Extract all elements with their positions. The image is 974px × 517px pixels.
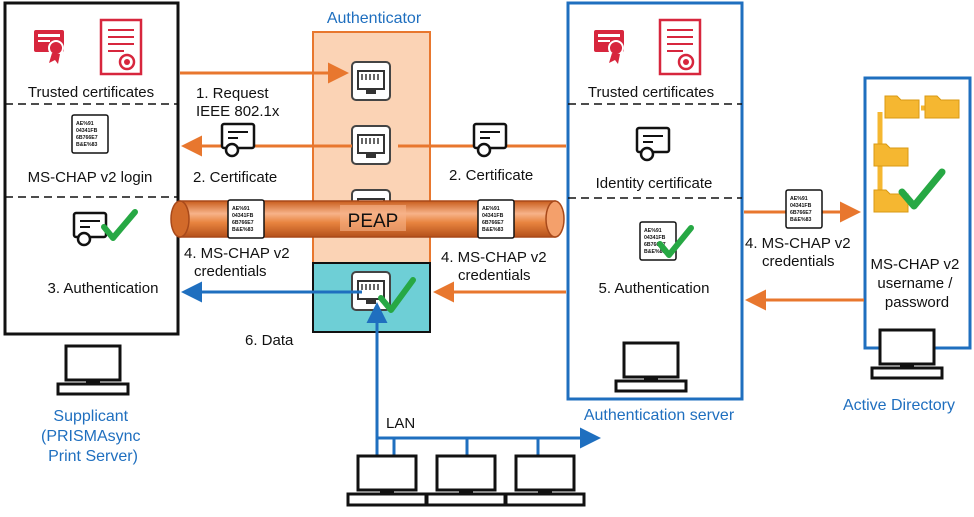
auth-server-title: Authentication server	[584, 407, 735, 424]
ethernet-port-icon	[351, 125, 391, 165]
hash-line: AE%91	[644, 228, 662, 234]
computer-icon	[425, 454, 507, 507]
hash-document-icon: AE%91 04341FB 6B766E7 B&E%83	[477, 199, 515, 239]
peap-tube-end	[170, 200, 190, 238]
document-certificate-icon	[99, 18, 143, 76]
authentication-server: Trusted certificates Identity certificat…	[566, 1, 744, 401]
data-step-label: 6. Data	[245, 332, 294, 349]
certificate-step-label-right: 2. Certificate	[449, 167, 533, 184]
active-directory: MS-CHAP v2 username / password	[863, 76, 972, 350]
hash-line: B&E%83	[644, 249, 665, 255]
hash-line: B&E%83	[76, 142, 97, 148]
credentials-step-label-ad: 4. MS-CHAP v2 credentials	[745, 235, 855, 270]
peap-label: PEAP	[348, 211, 399, 232]
credentials-line: credentials	[458, 267, 531, 284]
hash-line: AE%91	[482, 206, 500, 212]
ad-credentials-line: username /	[877, 275, 953, 292]
hash-line: AE%91	[76, 121, 94, 127]
trusted-certificates-label: Trusted certificates	[588, 84, 714, 101]
hash-line: B&E%83	[232, 227, 253, 233]
request-step-label: 1. Request IEEE 802.1x	[196, 85, 280, 120]
peap-tunnel: PEAP AE%91 04341FB 6B766E7 B&E%83 AE%91 …	[170, 199, 565, 239]
checkmark-icon	[101, 209, 138, 241]
credentials-line: 4. MS-CHAP v2	[441, 249, 547, 266]
certificate-icon	[220, 122, 256, 158]
supplicant-box	[3, 1, 180, 336]
ethernet-port-icon	[351, 61, 391, 101]
hash-line: 6B766E7	[482, 220, 504, 226]
request-line: IEEE 802.1x	[196, 103, 280, 120]
checkmark-icon	[657, 225, 694, 258]
credentials-line: 4. MS-CHAP v2	[745, 235, 851, 252]
computer-icon	[56, 344, 130, 396]
credentials-line: 4. MS-CHAP v2	[184, 245, 290, 262]
hash-line: 04341FB	[790, 203, 812, 209]
folder-icon	[924, 95, 960, 119]
document-certificate-icon	[658, 18, 702, 76]
certificate-icon	[635, 126, 671, 162]
supplicant-title-line: Print Server)	[48, 448, 138, 465]
request-line: 1. Request	[196, 85, 269, 102]
hash-line: AE%91	[790, 196, 808, 202]
supplicant-title-line: (PRISMAsync	[41, 428, 141, 445]
authenticator: Authenticator	[312, 10, 431, 333]
hash-line: AE%91	[232, 206, 250, 212]
ad-credentials-line: MS-CHAP v2	[870, 256, 959, 273]
supplicant-title: Supplicant (PRISMAsync Print Server)	[41, 408, 145, 465]
hash-line: B&E%83	[482, 227, 503, 233]
hash-line: 6B766E7	[76, 135, 98, 141]
hash-line: B&E%83	[790, 217, 811, 223]
hash-line: 6B766E7	[790, 210, 812, 216]
authentication-step-label: 5. Authentication	[599, 280, 710, 297]
folder-icon	[873, 143, 909, 167]
hash-line: 04341FB	[644, 235, 666, 241]
credentials-line: credentials	[762, 253, 835, 270]
hash-line: 6B766E7	[644, 242, 666, 248]
identity-certificate-label: Identity certificate	[596, 175, 713, 192]
trusted-certificates-label: Trusted certificates	[28, 84, 154, 101]
active-directory-title: Active Directory	[843, 397, 955, 414]
checkmark-icon	[898, 168, 946, 210]
computer-icon	[346, 454, 428, 507]
ad-credentials-label: MS-CHAP v2 username / password	[870, 256, 963, 311]
certificate-icon	[72, 211, 108, 247]
hash-document-icon: AE%91 04341FB 6B766E7 B&E%83	[71, 114, 109, 154]
certificate-step-label-left: 2. Certificate	[193, 169, 277, 186]
hash-line: 04341FB	[232, 213, 254, 219]
hash-document-icon: AE%91 04341FB 6B766E7 B&E%83	[227, 199, 265, 239]
folder-icon	[884, 95, 920, 119]
supplicant: Trusted certificates AE%91 04341FB 6B766…	[3, 1, 180, 336]
authenticator-title: Authenticator	[327, 10, 422, 27]
auth-server-box	[566, 1, 744, 401]
credentials-step-label-left: 4. MS-CHAP v2 credentials	[184, 245, 294, 280]
ad-credentials-line: password	[885, 294, 949, 311]
credentials-line: credentials	[194, 263, 267, 280]
hash-document-icon: AE%91 04341FB 6B766E7 B&E%83	[785, 189, 823, 229]
computer-icon	[504, 454, 586, 507]
hash-line: 6B766E7	[232, 220, 254, 226]
certificate-red-icon	[594, 30, 624, 64]
computer-icon	[870, 328, 944, 380]
certificate-icon	[472, 122, 508, 158]
supplicant-title-line: Supplicant	[53, 408, 128, 425]
hash-line: 04341FB	[482, 213, 504, 219]
computer-icon	[614, 341, 688, 393]
certificate-red-icon	[34, 30, 64, 64]
credentials-step-label-mid: 4. MS-CHAP v2 credentials	[441, 249, 551, 284]
lan-drops	[392, 438, 540, 456]
mschap-login-label: MS-CHAP v2 login	[28, 169, 153, 186]
hash-line: 04341FB	[76, 128, 98, 134]
peap-label-bg	[340, 205, 406, 231]
lan-label: LAN	[386, 415, 415, 432]
authentication-step-label: 3. Authentication	[48, 280, 159, 297]
peap-tube-end	[545, 200, 565, 238]
